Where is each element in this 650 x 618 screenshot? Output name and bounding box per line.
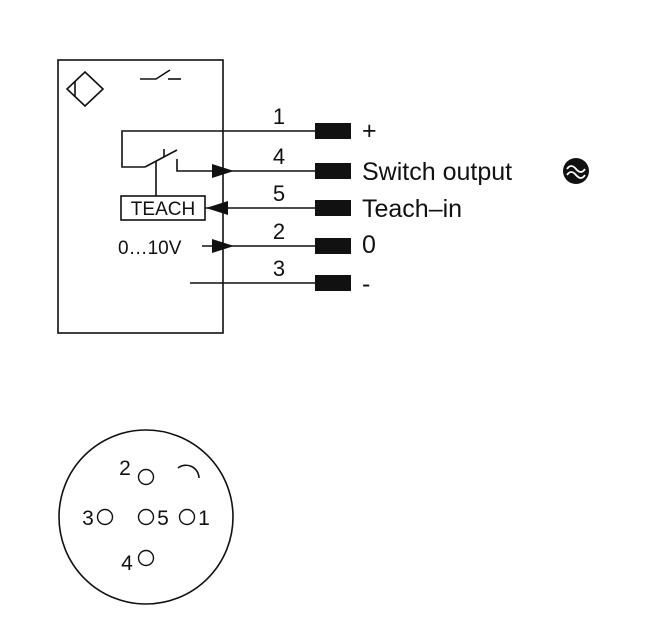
analog-label: 0…10V (118, 238, 182, 259)
pin4-wire (176, 159, 315, 172)
terminal-pin3 (315, 275, 351, 291)
pin-label-4: Switch output (362, 158, 512, 186)
pin-label-2: 0 (362, 231, 376, 259)
connector-label-2: 2 (119, 457, 131, 480)
pin-label-5: Teach–in (362, 195, 462, 223)
switch-contact (144, 149, 178, 168)
terminal-pin5 (315, 200, 351, 216)
connector-pin-1 (178, 508, 196, 526)
pin-number-1: 1 (273, 104, 285, 129)
terminal-pin2 (315, 238, 351, 254)
terminal-pin1 (315, 123, 351, 139)
connector-label-5: 5 (157, 507, 169, 530)
connector-key-notch (177, 464, 200, 479)
pin1-wire (121, 130, 315, 168)
connector-pin-5 (137, 508, 155, 526)
teach-box-label: TEACH (131, 199, 195, 220)
connector-label-4: 4 (121, 552, 133, 575)
pin-label-3: - (362, 270, 370, 298)
pin-label-1: + (362, 117, 377, 145)
output-arrow-icon (212, 164, 234, 178)
connector-outline (58, 429, 234, 605)
pin-number-4: 4 (273, 144, 285, 169)
no-contact-symbol-icon (140, 69, 171, 80)
ac-dc-switch-icon (563, 158, 589, 184)
pin-number-5: 5 (273, 181, 285, 206)
teach-arrow-icon (206, 201, 228, 215)
connector-pin-4 (137, 549, 155, 567)
analog-arrow-icon (212, 239, 234, 253)
sensor-housing (57, 59, 224, 334)
connector-pin-2 (137, 468, 155, 486)
pin-number-3: 3 (273, 256, 285, 281)
connector-pin-3 (96, 508, 114, 526)
connector-label-1: 1 (198, 507, 210, 530)
terminal-pin4 (315, 163, 351, 179)
pin-number-2: 2 (273, 219, 285, 244)
sensor-symbol-icon (65, 70, 105, 108)
connector-label-3: 3 (82, 507, 94, 530)
